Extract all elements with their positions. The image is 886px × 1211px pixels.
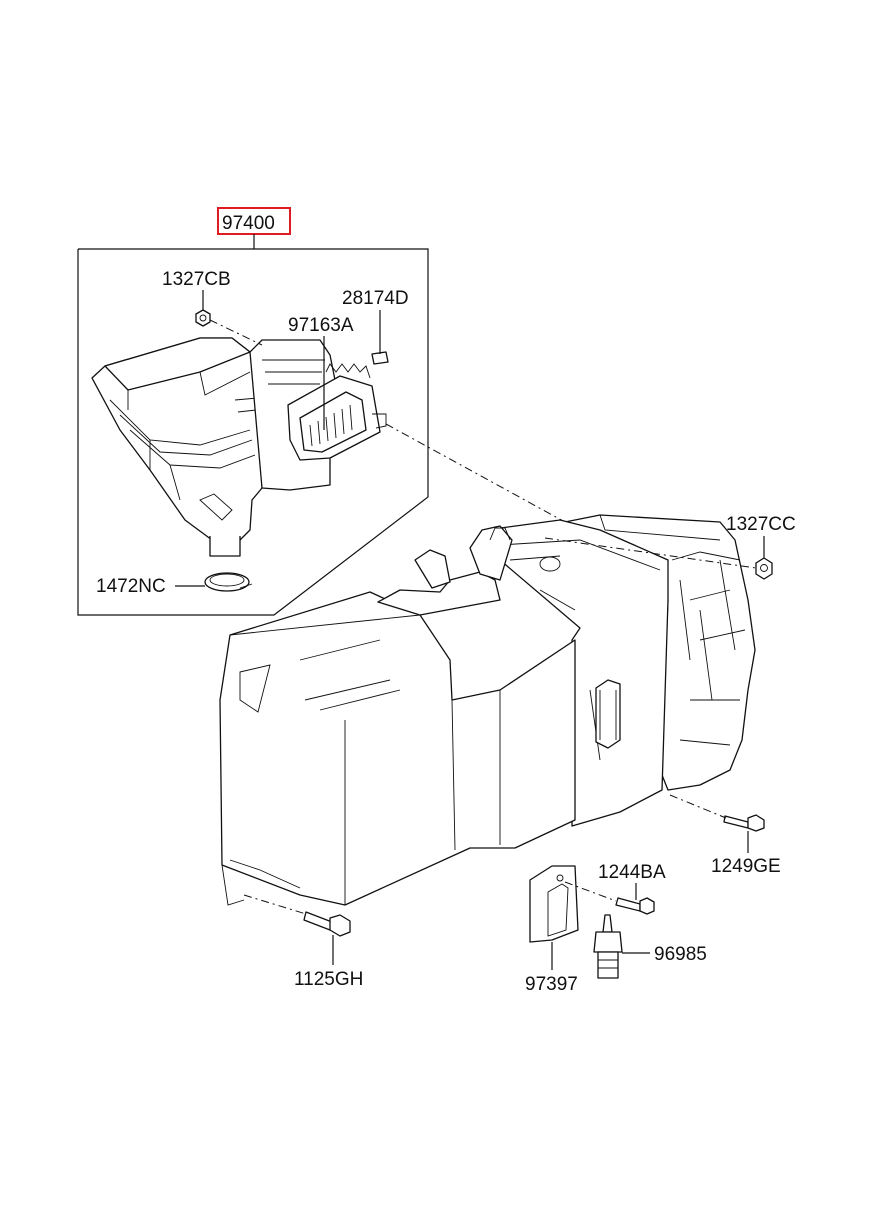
part-label-1472NC[interactable]: 1472NC: [96, 576, 166, 597]
part-label-97397[interactable]: 97397: [525, 974, 578, 995]
clip-icon[interactable]: [371, 351, 389, 365]
bolt-icon[interactable]: [303, 911, 351, 937]
nut-icon[interactable]: [755, 557, 773, 580]
cabin-filter-icon[interactable]: [287, 363, 387, 461]
part-label-96985[interactable]: 96985: [654, 944, 707, 965]
sensor-icon[interactable]: [593, 914, 623, 979]
bolt-icon[interactable]: [723, 814, 765, 832]
bolt-icon[interactable]: [615, 897, 655, 915]
nut-icon[interactable]: [195, 309, 211, 327]
part-label-28174D[interactable]: 28174D: [342, 288, 409, 309]
bracket-icon[interactable]: [529, 865, 579, 943]
part-label-1244BA[interactable]: 1244BA: [598, 862, 666, 883]
assembly-outline: [77, 248, 429, 616]
part-label-97163A[interactable]: 97163A: [288, 315, 354, 336]
part-label-1125GH[interactable]: 1125GH: [294, 969, 363, 990]
part-label-1249GE[interactable]: 1249GE: [711, 856, 781, 877]
part-label-97400[interactable]: 97400: [222, 213, 275, 234]
part-label-1327CC[interactable]: 1327CC: [726, 514, 796, 535]
part-label-1327CB[interactable]: 1327CB: [162, 269, 231, 290]
heater-unit-icon[interactable]: [219, 514, 756, 906]
hose-clamp-icon[interactable]: [204, 572, 253, 592]
